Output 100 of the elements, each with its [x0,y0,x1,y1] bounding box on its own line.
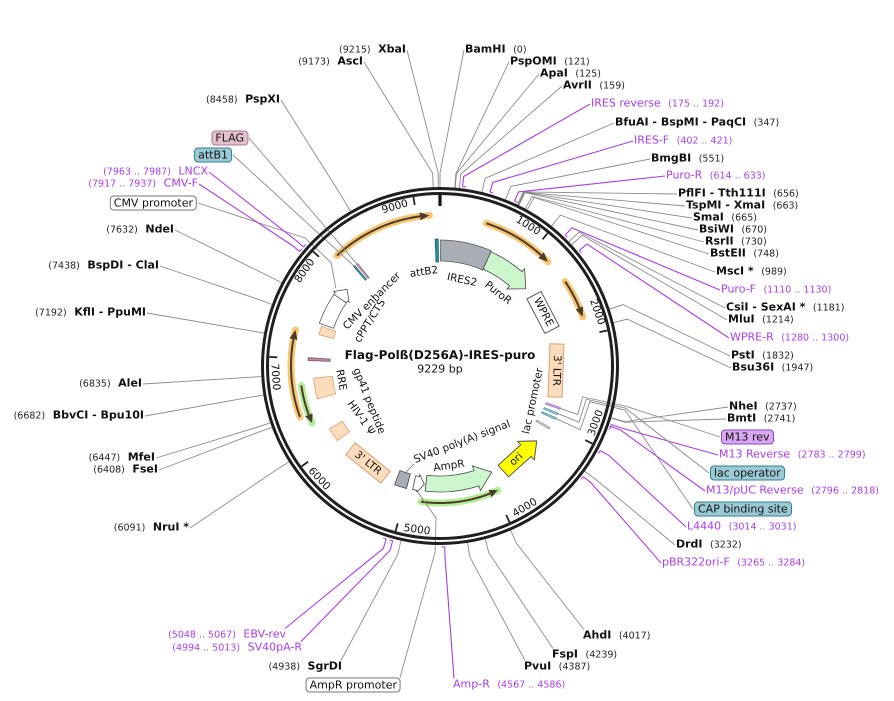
restriction-site-label: (4938) SgrDI [268,660,342,674]
restriction-site-label: ApaI (125) [540,68,601,80]
restriction-site-label: (7632) NdeI [106,224,174,236]
feature-tag: FLAG [211,130,248,146]
restriction-site-label: TspMI - XmaI (663) [686,200,798,212]
restriction-site-label: PstI (1832) [731,350,794,362]
leader-line [609,304,730,356]
feature-box: 3' LTR [345,442,391,484]
restriction-site-label: BmtI (2741) [727,412,796,426]
restriction-site-label: SmaI (665) [693,212,757,224]
restriction-site-label: Bsu36I (1947) [732,362,814,374]
leader-line [440,546,455,679]
leader-line [481,122,614,192]
leader-line [555,401,694,510]
leader-line [578,243,730,338]
leader-line [467,542,526,661]
feature-label: lac promoter [520,366,546,436]
restriction-site-label: BmgBI (551) [651,152,724,166]
leader-line [571,234,728,320]
restriction-site-label: (6091) NruI * [114,522,189,534]
feature-tag: CAP binding site [694,502,792,516]
primer-label: L4440 (3014 .. 3031) [687,520,796,534]
restriction-site-label: MluI (1214) [728,314,794,326]
leader-line [400,492,436,678]
leader-line [559,396,720,438]
leader-line [284,537,387,629]
feature-block [394,470,412,490]
leader-line [514,175,666,203]
leader-line [613,318,732,368]
feature-tag: M13 rev [721,430,774,444]
restriction-site-label: (8458) PspXI [206,94,280,106]
feature-label: attB2 [409,264,439,280]
leader-line [406,50,439,188]
leader-line [518,192,692,218]
feature-tag: CMV promoter [110,196,197,210]
leader-line [340,540,402,661]
leader-line [190,461,290,528]
leader-line [510,530,584,630]
leader-line [568,232,726,308]
plasmid-size: 9229 bp [417,364,463,374]
restriction-site-label: (6835) AleI [79,378,142,390]
restriction-site-label: (6408) FseI [93,464,158,476]
restriction-site-label: RsrII (730) [705,236,767,248]
leader-line [489,140,634,194]
restriction-site-label: AhdI (4017) [583,630,650,642]
leader-line [551,214,716,272]
primer-label: IRES reverse (175 .. 192) [591,98,724,110]
restriction-site-label: DrdI (3232) [676,538,742,552]
restriction-site-label: (9215) XbaI [339,44,406,56]
restriction-site-label: BstEII (748) [710,248,779,260]
leader-line [609,426,706,492]
leader-line [462,104,590,188]
feature-label: RRE [333,368,349,392]
restriction-site-label: MscI * (989) [716,266,787,278]
leader-line [524,196,704,242]
restriction-site-label: (7192) KflI - PpuMI [35,306,146,320]
primer-label: Puro-F (1110 .. 1130) [721,284,832,296]
feature-shape [412,474,426,492]
tick-label: 3000 [586,408,605,438]
primer-label: M13/pUC Reverse (2796 .. 2818) [706,484,879,498]
leader-line [364,62,434,188]
restriction-site-label: AvrII (159) [563,80,625,92]
feature-tag: lac operator [710,466,785,480]
leader-line [232,154,356,268]
primer-label: Amp-R (4567 .. 4586) [453,678,566,692]
leader-line [518,192,686,206]
leader-line [584,470,676,546]
leader-line [610,418,726,423]
primer-label: (5048 .. 5067) EBV-rev [168,628,286,642]
primer-label: (7963 .. 7987) LNCX [103,166,208,178]
restriction-site-label: (6682) BbvCI - Bpu10I [14,410,144,422]
restriction-site-label: FspI (4239) [552,648,618,662]
plasmid-name: Flag-Polß(D256A)-IRES-puro [344,349,536,361]
leader-line [404,464,414,473]
leader-line [580,476,662,564]
feature-tag: attB1 [194,148,232,162]
primer-label: WPRE-R (1280 .. 1300) [730,332,850,344]
leader-line [174,230,282,284]
primer-label: pBR322ori-F (3265 .. 3284) [662,556,806,570]
tick-label: 2000 [587,298,606,326]
restriction-site-label: (6447) MfeI [88,452,155,464]
restriction-site-label: NheI (2737) [729,400,797,414]
primer-label: M13 Reverse (2783 .. 2799) [719,448,866,462]
restriction-site-label: CsiI - SexAI * (1181) [726,302,844,314]
leader-line [144,394,264,416]
leader-line [146,312,264,334]
restriction-site-label: (7438) BspDI - ClaI [48,260,159,272]
primer-label: Puro-R (614 .. 633) [666,170,766,182]
leader-line [198,202,336,289]
leader-line [300,539,394,642]
tick-label: 4000 [511,496,540,520]
leader-line [557,398,710,474]
leader-line [505,158,650,200]
leader-line [518,192,698,230]
leader-line [142,376,262,384]
leader-line [564,227,720,290]
leader-line [208,172,306,248]
primer-label: (4994 .. 5013) SV40pA-R [172,642,302,654]
leader-line [198,184,302,252]
leader-line [454,62,510,188]
